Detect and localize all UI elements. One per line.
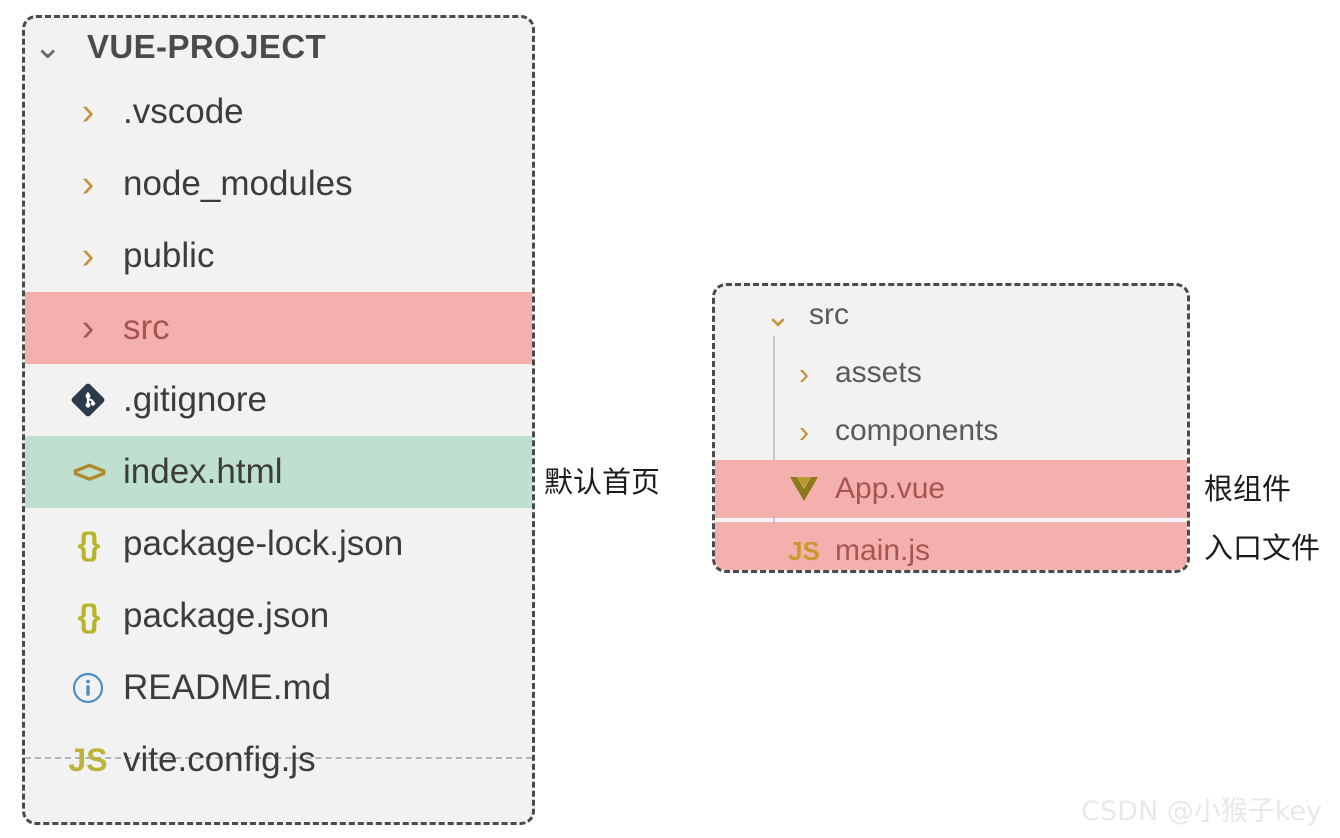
src-tree-root[interactable]: ⌄ src bbox=[715, 286, 1187, 344]
src-item-label: App.vue bbox=[835, 472, 946, 505]
chevron-right-icon[interactable]: › bbox=[798, 355, 810, 391]
tree-item-src[interactable]: › src bbox=[25, 292, 532, 364]
annotation-main-js: 入口文件 bbox=[1204, 531, 1321, 565]
chevron-down-icon[interactable]: ⌄ bbox=[765, 297, 791, 333]
tree-item-label: package.json bbox=[123, 596, 330, 635]
tree-root-vue-project[interactable]: ⌄ VUE-PROJECT bbox=[25, 18, 532, 76]
chevron-right-icon[interactable]: › bbox=[81, 91, 95, 133]
dashed-divider bbox=[25, 757, 532, 759]
src-item-label: main.js bbox=[835, 534, 931, 567]
tree-item-node-modules[interactable]: › node_modules bbox=[25, 148, 532, 220]
tree-item-label: src bbox=[123, 308, 170, 347]
annotation-app-vue: 根组件 bbox=[1204, 472, 1292, 506]
tree-item-label: public bbox=[123, 236, 215, 275]
tree-item-label: .gitignore bbox=[123, 380, 267, 419]
tree-item-label: .vscode bbox=[123, 92, 244, 131]
chevron-right-icon[interactable]: › bbox=[81, 163, 95, 205]
annotation-index-html: 默认首页 bbox=[544, 465, 661, 499]
project-tree-panel: ⌄ VUE-PROJECT › .vscode › node_modules ›… bbox=[22, 15, 535, 825]
src-item-label: components bbox=[835, 414, 999, 447]
chevron-down-icon[interactable]: ⌄ bbox=[33, 28, 63, 66]
js-icon: JS bbox=[68, 742, 108, 778]
src-tree-root-label: src bbox=[809, 298, 849, 331]
tree-item-label: vite.config.js bbox=[123, 740, 316, 779]
src-item-label: assets bbox=[835, 356, 922, 389]
json-braces-icon: {} bbox=[77, 526, 101, 562]
tree-item-public[interactable]: › public bbox=[25, 220, 532, 292]
tree-item-vite-config-js[interactable]: JS vite.config.js bbox=[25, 724, 532, 796]
vue-icon bbox=[785, 470, 823, 508]
tree-item-label: README.md bbox=[123, 668, 332, 707]
tree-item-label: index.html bbox=[123, 452, 283, 491]
indent-guide-line bbox=[773, 336, 775, 570]
tree-item-package-json[interactable]: {} package.json bbox=[25, 580, 532, 652]
src-item-components[interactable]: › components bbox=[715, 402, 1187, 460]
src-item-assets[interactable]: › assets bbox=[715, 344, 1187, 402]
tree-item-label: node_modules bbox=[123, 164, 353, 203]
chevron-right-icon[interactable]: › bbox=[798, 413, 810, 449]
src-item-main-js[interactable]: JS main.js bbox=[715, 522, 1187, 570]
src-item-app-vue[interactable]: App.vue bbox=[715, 460, 1187, 518]
info-circle-icon bbox=[65, 665, 111, 711]
chevron-right-icon[interactable]: › bbox=[81, 235, 95, 277]
git-icon bbox=[65, 377, 111, 423]
tree-item-label: package-lock.json bbox=[123, 524, 404, 563]
src-tree-panel: ⌄ src › assets › components App.vue JS m… bbox=[712, 283, 1190, 573]
tree-item-index-html[interactable]: <> index.html bbox=[25, 436, 532, 508]
tree-item-readme-md[interactable]: README.md bbox=[25, 652, 532, 724]
json-braces-icon: {} bbox=[77, 598, 101, 634]
watermark: CSDN @小猴子key bbox=[1081, 796, 1322, 827]
tree-item-gitignore[interactable]: .gitignore bbox=[25, 364, 532, 759]
tree-item-vscode[interactable]: › .vscode bbox=[25, 76, 532, 148]
js-icon: JS bbox=[788, 536, 820, 566]
tree-root-label: VUE-PROJECT bbox=[87, 28, 327, 65]
chevron-right-icon[interactable]: › bbox=[81, 307, 95, 349]
tree-item-package-lock-json[interactable]: {} package-lock.json bbox=[25, 508, 532, 580]
html-code-icon: <> bbox=[72, 454, 106, 490]
